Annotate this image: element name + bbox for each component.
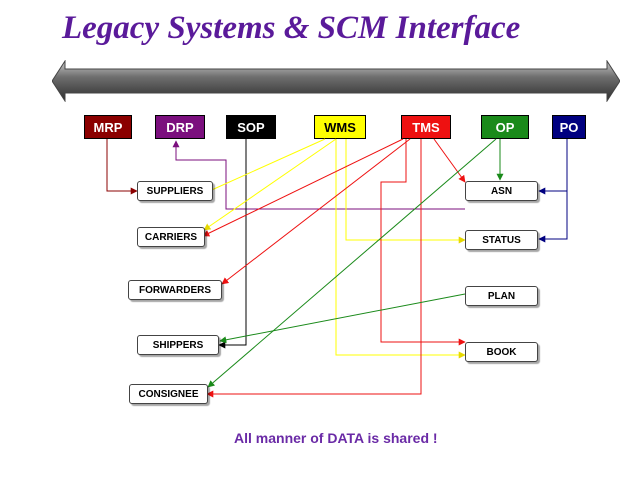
link-tms-asn <box>433 138 466 183</box>
entity-asn-label: ASN <box>490 185 513 197</box>
link-po-status <box>538 191 568 243</box>
entity-consignee[interactable]: CONSIGNEE <box>129 384 208 404</box>
entity-suppliers[interactable]: SUPPLIERS <box>137 181 213 201</box>
entity-shippers[interactable]: SHIPPERS <box>137 335 219 355</box>
system-op-label: OP <box>495 119 515 135</box>
entity-book-label: BOOK <box>486 346 517 358</box>
system-wms-label: WMS <box>324 119 356 135</box>
entity-status-label: STATUS <box>482 234 521 246</box>
link-status-drp <box>172 140 465 210</box>
double-arrow-bar <box>52 60 620 102</box>
entity-consignee-label: CONSIGNEE <box>138 388 199 400</box>
entity-plan[interactable]: PLAN <box>465 286 538 306</box>
entity-suppliers-label: SUPPLIERS <box>146 185 204 197</box>
footer-caption: All manner of DATA is shared ! <box>234 430 438 446</box>
link-tms-book <box>380 139 466 346</box>
system-po-label: PO <box>559 119 579 135</box>
system-op[interactable]: OP <box>481 115 529 139</box>
link-wms-suppliers <box>204 138 326 194</box>
link-plan-shippers <box>219 293 466 344</box>
system-mrp[interactable]: MRP <box>84 115 132 139</box>
system-drp-label: DRP <box>166 119 194 135</box>
link-tms-carriers <box>202 138 404 237</box>
system-sop[interactable]: SOP <box>226 115 276 139</box>
link-tms-forwarders <box>221 138 411 285</box>
system-mrp-label: MRP <box>93 119 123 135</box>
link-sop-shippers <box>218 139 247 349</box>
system-tms-label: TMS <box>412 119 440 135</box>
system-sop-label: SOP <box>237 119 265 135</box>
link-wms-book <box>335 139 466 359</box>
entity-shippers-label: SHIPPERS <box>152 339 204 351</box>
link-wms-status <box>345 139 466 244</box>
link-wms-carriers <box>203 138 337 231</box>
page-title: Legacy Systems & SCM Interface <box>62 10 521 46</box>
entity-asn[interactable]: ASN <box>465 181 538 201</box>
link-tms-consignee <box>206 139 422 398</box>
system-drp[interactable]: DRP <box>155 115 205 139</box>
system-wms[interactable]: WMS <box>314 115 366 139</box>
entity-carriers-label: CARRIERS <box>144 231 198 243</box>
link-po-asn <box>538 139 568 195</box>
link-op-consignee <box>207 138 497 388</box>
system-tms[interactable]: TMS <box>401 115 451 139</box>
entity-forwarders-label: FORWARDERS <box>138 284 212 296</box>
entity-carriers[interactable]: CARRIERS <box>137 227 205 247</box>
link-mrp-suppliers <box>106 139 138 195</box>
entity-plan-label: PLAN <box>487 290 516 302</box>
system-po[interactable]: PO <box>552 115 586 139</box>
entity-forwarders[interactable]: FORWARDERS <box>128 280 222 300</box>
entity-book[interactable]: BOOK <box>465 342 538 362</box>
entity-status[interactable]: STATUS <box>465 230 538 250</box>
